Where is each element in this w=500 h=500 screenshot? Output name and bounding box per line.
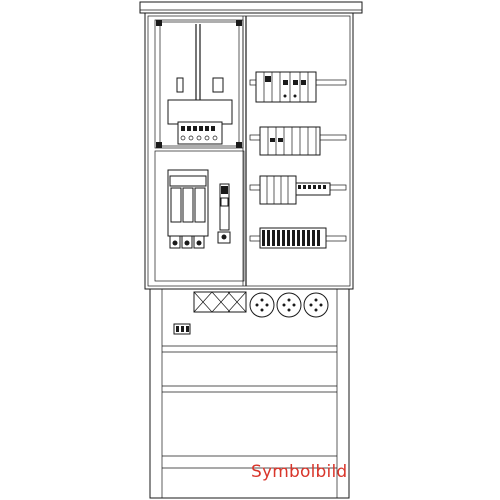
- din-rail-row-2: [249, 126, 347, 156]
- socket-strip: [173, 291, 329, 335]
- meter-panel: [154, 19, 244, 149]
- cabinet-roof: [139, 1, 363, 14]
- din-rail-row-1: [249, 71, 347, 103]
- din-rail-row-3: [249, 175, 347, 205]
- din-rail-row-4: [249, 227, 347, 249]
- symbol-image-caption: Symbolbild: [251, 462, 348, 482]
- main-switch-panel: [154, 150, 245, 282]
